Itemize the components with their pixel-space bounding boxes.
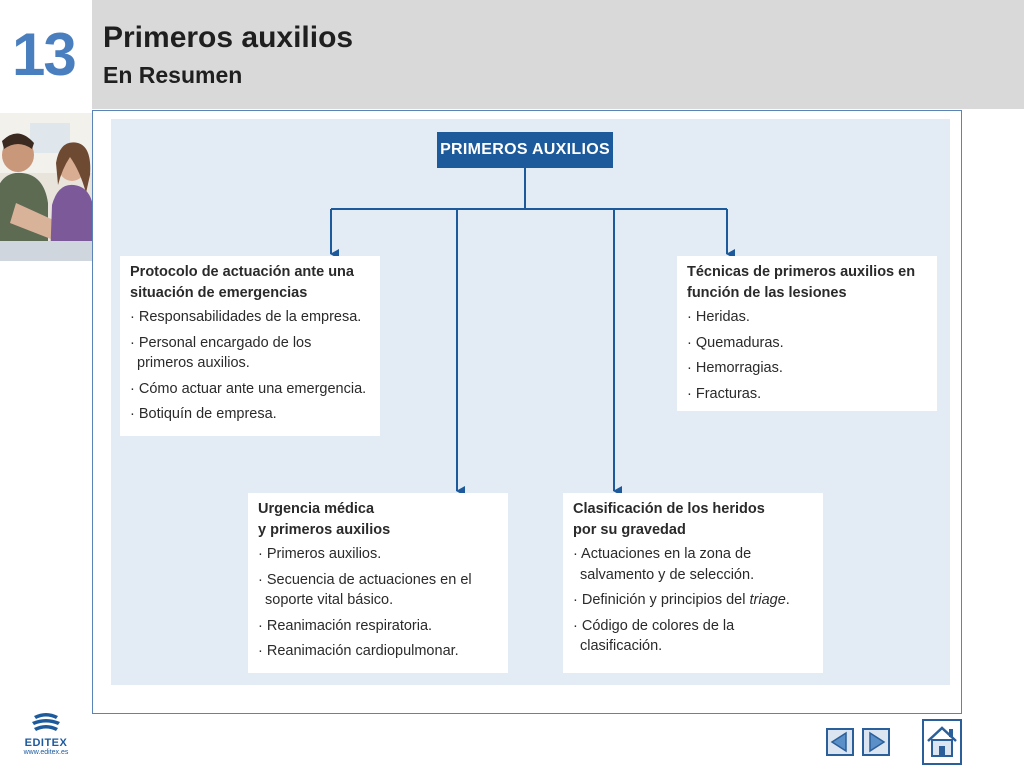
node-clasificacion: Clasificación de los heridos por su grav… (563, 493, 823, 673)
triangle-left-icon (830, 731, 847, 753)
list-item: · Cómo actuar ante una emergencia. (130, 380, 367, 397)
list-item: · Reanimación respiratoria. (258, 617, 433, 634)
node-heading: Técnicas de primeros auxilios en función… (687, 262, 927, 304)
triangle-right-icon (869, 731, 886, 753)
list-item: · Botiquín de empresa. (130, 406, 277, 422)
heading-line: Urgencia médica (258, 501, 375, 517)
list-item: · Actuaciones en la zona de salvamento y… (573, 546, 755, 583)
root-node: PRIMEROS AUXILIOS (437, 132, 613, 168)
list-item: · Reanimación cardiopulmonar. (258, 643, 459, 659)
page-subtitle: En Resumen (103, 62, 243, 88)
list-item: · Personal encargado de los primeros aux… (130, 334, 312, 372)
list-item: · Fracturas. (687, 385, 762, 402)
header-band (92, 0, 1024, 109)
heading-line: por su gravedad (573, 522, 686, 538)
node-heading: Urgencia médica y primeros auxilios (258, 499, 498, 541)
node-urgencia: Urgencia médica y primeros auxilios · Pr… (248, 493, 508, 673)
heading-line: Técnicas de primeros auxilios en (687, 264, 916, 280)
header-photo (0, 113, 92, 261)
editex-logo-icon (32, 713, 60, 731)
heading-line: Protocolo de actuación ante una (130, 264, 354, 280)
node-heading: Protocolo de actuación ante una situació… (130, 262, 370, 304)
heading-line: función de las lesiones (687, 285, 847, 301)
previous-button[interactable] (826, 728, 854, 756)
next-button[interactable] (862, 728, 890, 756)
list-item: · Primeros auxilios. (258, 546, 382, 562)
list-item: · Responsabilidades de la empresa. (130, 309, 362, 325)
node-tecnicas: Técnicas de primeros auxilios en función… (677, 256, 937, 411)
list-item: · Secuencia de actuaciones en el soporte… (258, 571, 472, 609)
chapter-number: 13 (12, 21, 77, 88)
list-item: · Código de colores de la clasificación. (573, 617, 735, 655)
list-item: · Heridas. (687, 309, 750, 325)
logo-text: EDITEX (24, 737, 68, 749)
list-item: · Quemaduras. (687, 334, 784, 351)
list-item: · Hemorragias. (687, 360, 783, 376)
heading-line: y primeros auxilios (258, 522, 391, 538)
house-icon (927, 726, 957, 757)
list-item: · Definición y principios del triage. (573, 592, 790, 608)
node-protocolo: Protocolo de actuación ante una situació… (120, 256, 380, 436)
heading-line: situación de emergencias (130, 285, 308, 301)
page-title: Primeros auxilios (103, 21, 354, 54)
heading-line: Clasificación de los heridos (573, 501, 765, 517)
node-heading: Clasificación de los heridos por su grav… (573, 499, 813, 541)
editex-logo[interactable]: EDITEX www.editex.es (14, 712, 78, 760)
logo-url: www.editex.es (23, 749, 69, 756)
home-button[interactable] (922, 719, 962, 765)
